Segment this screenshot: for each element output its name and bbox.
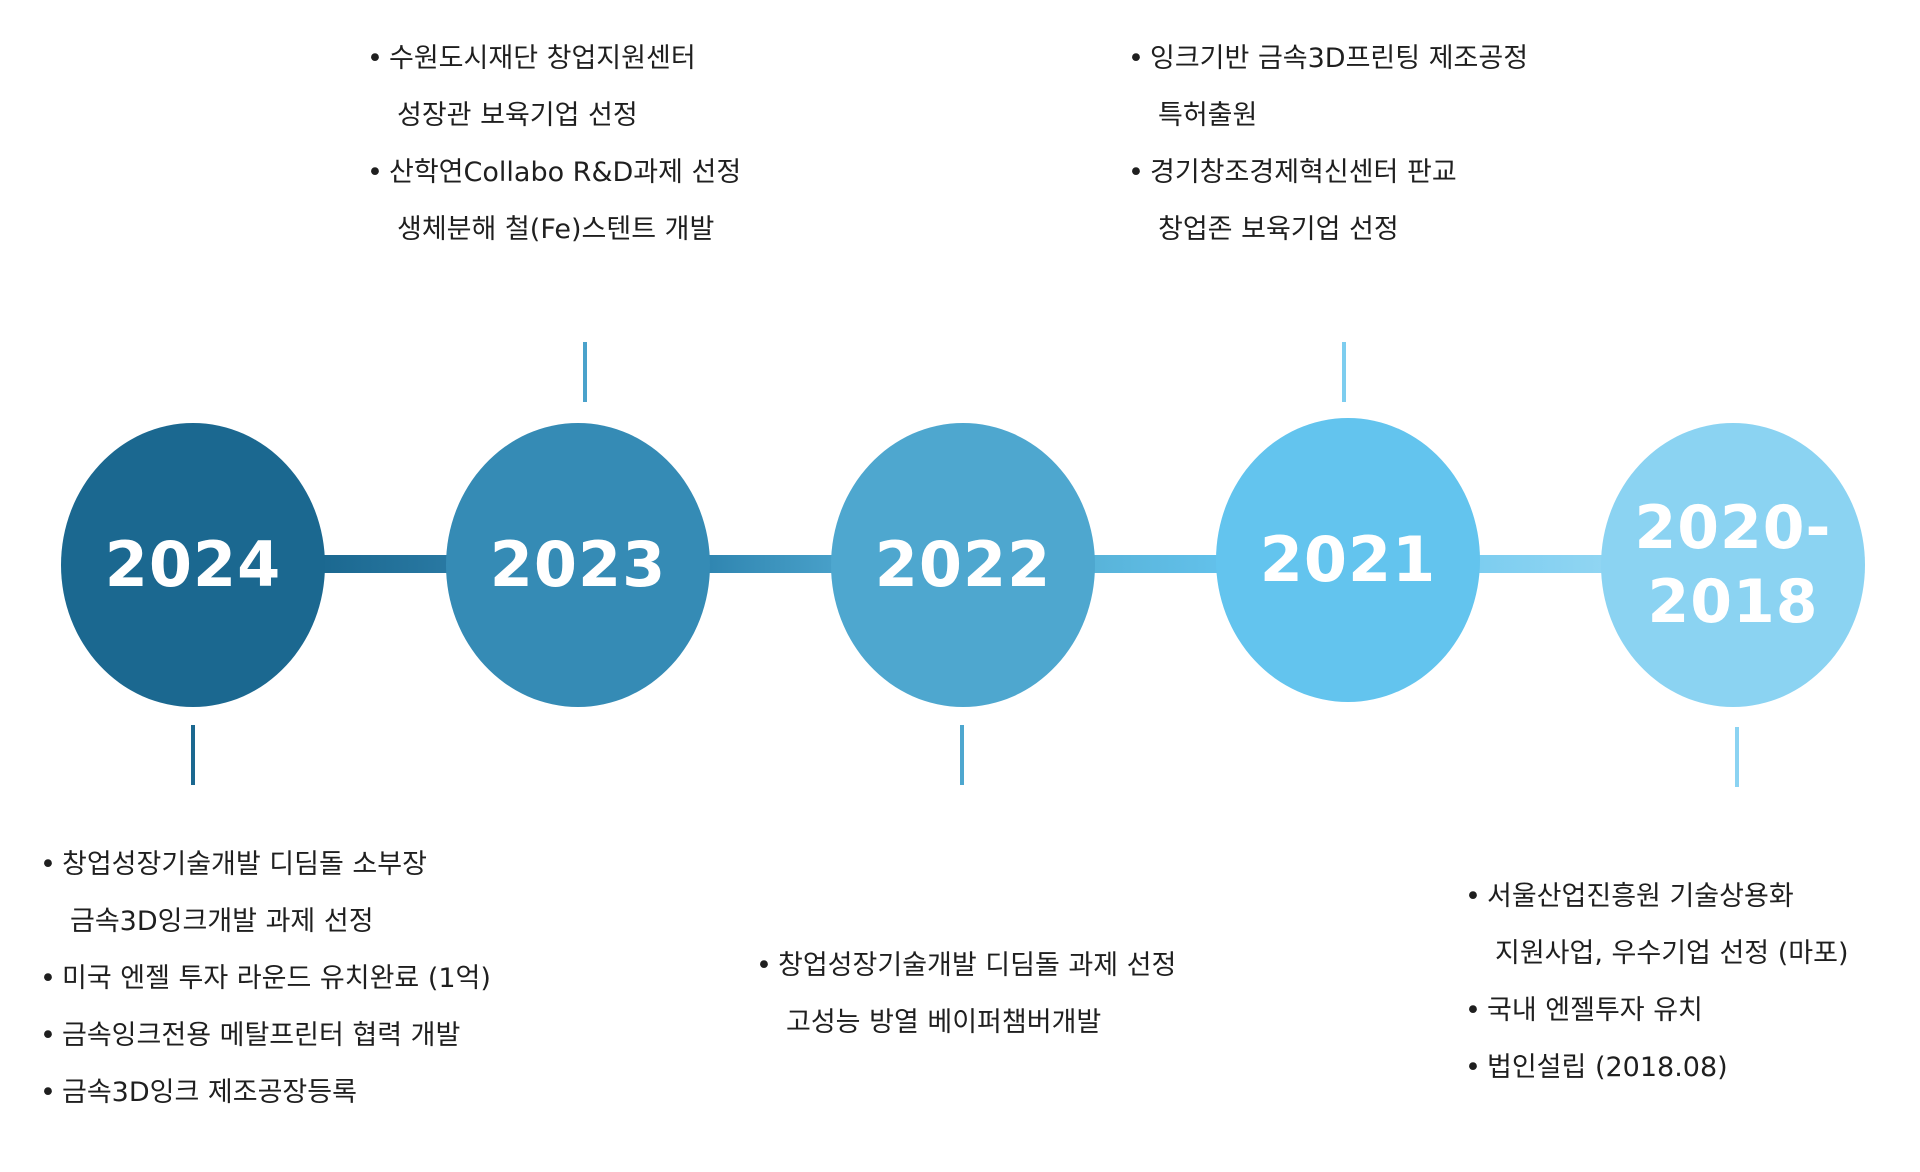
timeline-connector-2023-2022 [705,555,845,573]
milestone-item: • 미국 엔젤 투자 라운드 유치완료 (1억) [40,950,491,1007]
timeline-connector-2022-2021 [1090,555,1230,573]
tick-2023 [583,342,587,402]
milestone-line2: 생체분해 철(Fe)스텐트 개발 [397,214,715,245]
year-circle-2022: 2022 [831,423,1095,707]
bullet-dot: • [1465,881,1481,912]
bullet-dot: • [40,963,56,994]
milestones-2024: • 창업성장기술개발 디딤돌 소부장 금속3D잉크개발 과제 선정 • 미국 엔… [40,836,491,1121]
year-circle-2021: 2021 [1216,418,1480,702]
milestone-line1: 금속3D잉크 제조공장등록 [62,1077,357,1108]
milestone-line1: 국내 엔젤투자 유치 [1487,995,1703,1026]
milestone-item: • 국내 엔젤투자 유치 [1465,982,1848,1039]
milestone-line1: 경기창조경제혁신센터 판교 [1150,157,1457,188]
year-label: 2023 [489,528,667,601]
milestone-item: • 수원도시재단 창업지원센터 성장관 보육기업 선정 [367,30,741,144]
milestones-2021: • 잉크기반 금속3D프린팅 제조공정 특허출원 • 경기창조경제혁신센터 판교… [1128,30,1528,258]
year-circle-2023: 2023 [446,423,710,707]
milestone-item: • 경기창조경제혁신센터 판교 창업존 보육기업 선정 [1128,144,1528,258]
milestone-line1: 미국 엔젤 투자 라운드 유치완료 (1억) [62,963,491,994]
timeline-connector-2024-2023 [320,555,460,573]
milestone-line2: 창업존 보육기업 선정 [1158,214,1399,245]
bullet-dot: • [40,849,56,880]
milestone-item: • 산학연Collabo R&D과제 선정 생체분해 철(Fe)스텐트 개발 [367,144,741,258]
year-circle-2024: 2024 [61,423,325,707]
milestone-line2: 특허출원 [1158,100,1258,131]
milestone-item: • 법인설립 (2018.08) [1465,1039,1848,1096]
bullet-dot: • [367,157,383,188]
milestone-item: • 창업성장기술개발 디딤돌 과제 선정 고성능 방열 베이퍼챔버개발 [756,937,1176,1051]
milestone-line1: 잉크기반 금속3D프린팅 제조공정 [1150,43,1529,74]
bullet-dot: • [40,1020,56,1051]
milestone-line2: 성장관 보육기업 선정 [397,100,638,131]
year-label: 2021 [1259,523,1437,596]
bullet-dot: • [1465,1052,1481,1083]
milestone-item: • 잉크기반 금속3D프린팅 제조공정 특허출원 [1128,30,1528,144]
year-circle-2020-2018: 2020- 2018 [1601,423,1865,707]
timeline-connector-2021-2020 [1475,555,1615,573]
milestone-item: • 서울산업진흥원 기술상용화 지원사업, 우수기업 선정 (마포) [1465,868,1848,982]
year-label: 2022 [874,528,1052,601]
bullet-dot: • [756,950,772,981]
year-label: 2020- 2018 [1634,493,1832,637]
milestone-line2: 지원사업, 우수기업 선정 (마포) [1495,938,1849,969]
milestone-line1: 창업성장기술개발 디딤돌 소부장 [62,849,427,880]
milestone-line2: 금속3D잉크개발 과제 선정 [70,906,374,937]
milestones-2022: • 창업성장기술개발 디딤돌 과제 선정 고성능 방열 베이퍼챔버개발 [756,937,1176,1051]
tick-2024 [191,725,195,785]
year-label: 2024 [104,528,282,601]
tick-2021 [1342,342,1346,402]
milestone-line1: 창업성장기술개발 디딤돌 과제 선정 [778,950,1177,981]
milestone-line1: 금속잉크전용 메탈프린터 협력 개발 [62,1020,461,1051]
milestone-line2: 고성능 방열 베이퍼챔버개발 [786,1007,1102,1038]
milestone-line1: 산학연Collabo R&D과제 선정 [389,157,742,188]
milestone-line1: 법인설립 (2018.08) [1487,1052,1728,1083]
milestone-item: • 금속3D잉크 제조공장등록 [40,1064,491,1121]
bullet-dot: • [1128,43,1144,74]
milestone-item: • 창업성장기술개발 디딤돌 소부장 금속3D잉크개발 과제 선정 [40,836,491,950]
milestones-2020-2018: • 서울산업진흥원 기술상용화 지원사업, 우수기업 선정 (마포) • 국내 … [1465,868,1848,1096]
milestones-2023: • 수원도시재단 창업지원센터 성장관 보육기업 선정 • 산학연Collabo… [367,30,741,258]
bullet-dot: • [1465,995,1481,1026]
milestone-item: • 금속잉크전용 메탈프린터 협력 개발 [40,1007,491,1064]
tick-2020-2018 [1735,727,1739,787]
milestone-line1: 수원도시재단 창업지원센터 [389,43,696,74]
bullet-dot: • [40,1077,56,1108]
bullet-dot: • [1128,157,1144,188]
milestone-line1: 서울산업진흥원 기술상용화 [1487,881,1794,912]
bullet-dot: • [367,43,383,74]
tick-2022 [960,725,964,785]
